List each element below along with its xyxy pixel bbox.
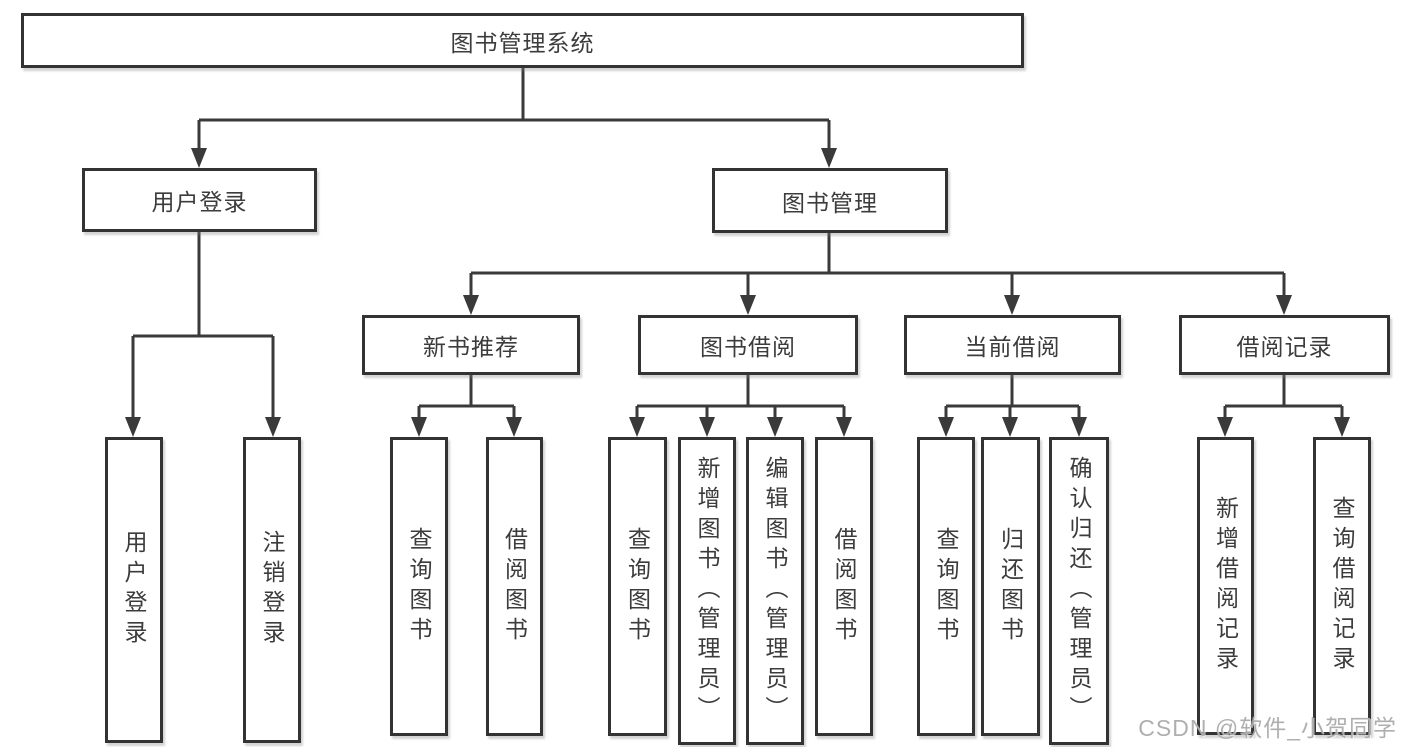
node-leaf-bb-query-books-label: 查询图书 xyxy=(624,526,651,647)
node-leaf-bb-edit-books: 编辑图书（管理员） xyxy=(746,437,804,745)
node-leaf-br-add-record: 新增借阅记录 xyxy=(1197,437,1254,735)
arrowheads xyxy=(125,148,1350,437)
node-user-login-label: 用户登录 xyxy=(151,189,248,215)
node-current-borrow: 当前借阅 xyxy=(904,315,1121,375)
node-root: 图书管理系统 xyxy=(21,13,1024,68)
node-leaf-bb-add-books: 新增图书（管理员） xyxy=(678,437,736,745)
node-leaf-nb-borrow-books-label: 借阅图书 xyxy=(501,526,528,647)
node-leaf-bb-query-books: 查询图书 xyxy=(608,437,667,736)
node-leaf-br-query-record-label: 查询借阅记录 xyxy=(1329,496,1355,676)
node-leaf-br-add-record-label: 新增借阅记录 xyxy=(1212,496,1239,676)
node-root-label: 图书管理系统 xyxy=(450,29,595,56)
node-current-borrow-label: 当前借阅 xyxy=(964,334,1061,360)
node-book-borrow-label: 图书借阅 xyxy=(700,334,796,360)
node-leaf-cb-confirm-return: 确认归还（管理员） xyxy=(1049,437,1109,745)
node-new-book-recommend: 新书推荐 xyxy=(362,315,580,375)
node-leaf-logout: 注销登录 xyxy=(243,437,301,743)
node-user-login: 用户登录 xyxy=(82,168,317,232)
node-new-book-recommend-label: 新书推荐 xyxy=(423,334,519,360)
node-leaf-bb-borrow-books: 借阅图书 xyxy=(815,437,873,736)
node-borrow-records: 借阅记录 xyxy=(1179,315,1390,375)
node-borrow-records-label: 借阅记录 xyxy=(1236,334,1333,360)
node-leaf-nb-borrow-books: 借阅图书 xyxy=(486,437,543,736)
node-leaf-nb-query-books: 查询图书 xyxy=(390,437,448,736)
node-leaf-cb-confirm-return-label: 确认归还（管理员） xyxy=(1066,456,1092,726)
node-leaf-logout-label: 注销登录 xyxy=(259,530,285,650)
csdn-watermark: CSDN @软件_小贺同学 xyxy=(1138,715,1397,741)
node-leaf-cb-return-books: 归还图书 xyxy=(981,437,1040,736)
node-leaf-nb-query-books-label: 查询图书 xyxy=(406,526,432,647)
node-leaf-bb-edit-books-label: 编辑图书（管理员） xyxy=(762,456,788,726)
node-book-borrow: 图书借阅 xyxy=(638,315,858,375)
node-leaf-cb-return-books-label: 归还图书 xyxy=(997,526,1024,647)
node-leaf-bb-add-books-label: 新增图书（管理员） xyxy=(694,456,720,726)
node-leaf-user-login-label: 用户登录 xyxy=(121,530,147,650)
node-leaf-cb-query-books: 查询图书 xyxy=(917,437,975,736)
node-leaf-cb-query-books-label: 查询图书 xyxy=(933,526,959,647)
node-leaf-user-login: 用户登录 xyxy=(105,437,163,743)
node-book-management-label: 图书管理 xyxy=(782,189,878,216)
node-leaf-bb-borrow-books-label: 借阅图书 xyxy=(831,526,857,647)
node-book-management: 图书管理 xyxy=(712,168,948,233)
node-leaf-br-query-record: 查询借阅记录 xyxy=(1313,437,1371,735)
